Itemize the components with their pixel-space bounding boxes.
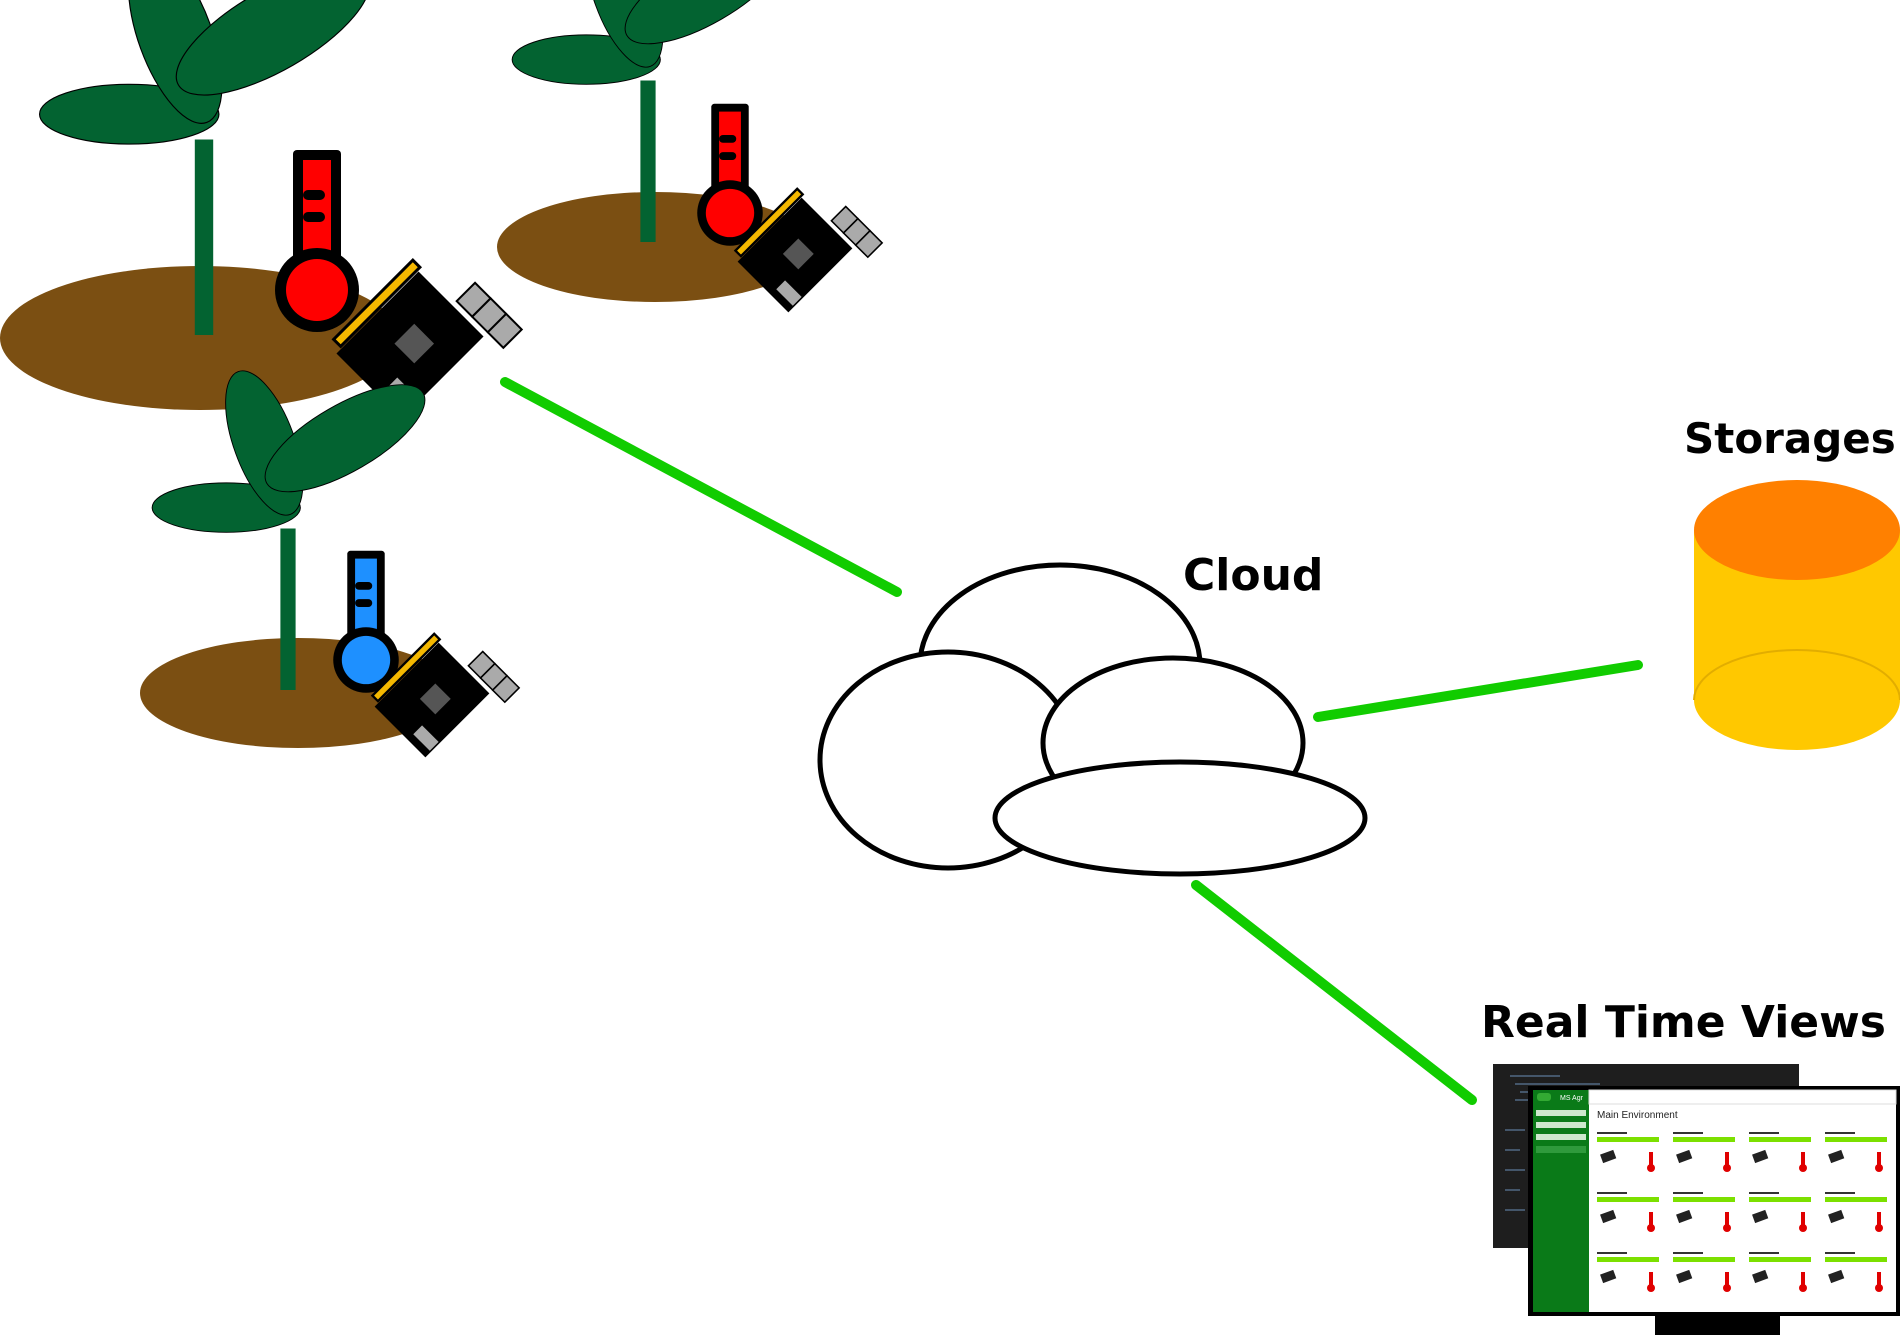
field-node-1 <box>0 0 524 436</box>
device-card <box>1597 1192 1659 1232</box>
device-card <box>1749 1252 1811 1292</box>
link-cloud-views <box>1191 880 1477 1105</box>
device-card <box>1673 1132 1735 1172</box>
cloud-label: Cloud <box>1183 550 1323 601</box>
device-card <box>1825 1252 1887 1292</box>
cloud-icon <box>817 562 1368 877</box>
monitor-icon: MS Agr Main Environment <box>1493 1064 1900 1335</box>
link-cloud-storage <box>1313 660 1643 722</box>
device-card-grid <box>1597 1132 1887 1292</box>
link-sensors-cloud <box>500 377 902 597</box>
device-card <box>1597 1252 1659 1292</box>
storages-label: Storages <box>1684 414 1896 463</box>
thermometer-icon <box>333 550 399 693</box>
device-card <box>1749 1132 1811 1172</box>
thermometer-icon <box>275 150 359 332</box>
dashboard-heading: Main Environment <box>1597 1110 1678 1121</box>
device-card <box>1825 1132 1887 1172</box>
dashboard-app-title: MS Agr <box>1560 1095 1584 1102</box>
device-card <box>1597 1132 1659 1172</box>
device-card <box>1749 1192 1811 1232</box>
device-card <box>1673 1192 1735 1232</box>
thermometer-icon <box>697 103 763 246</box>
connection-lines <box>500 377 1643 1105</box>
monitor-stand <box>1655 1316 1780 1335</box>
realtime-label: Real Time Views <box>1481 997 1886 1048</box>
database-icon <box>1693 480 1900 750</box>
device-card <box>1825 1192 1887 1232</box>
field-node-2 <box>497 0 884 326</box>
device-card <box>1673 1252 1735 1292</box>
field-node-3 <box>140 360 521 771</box>
